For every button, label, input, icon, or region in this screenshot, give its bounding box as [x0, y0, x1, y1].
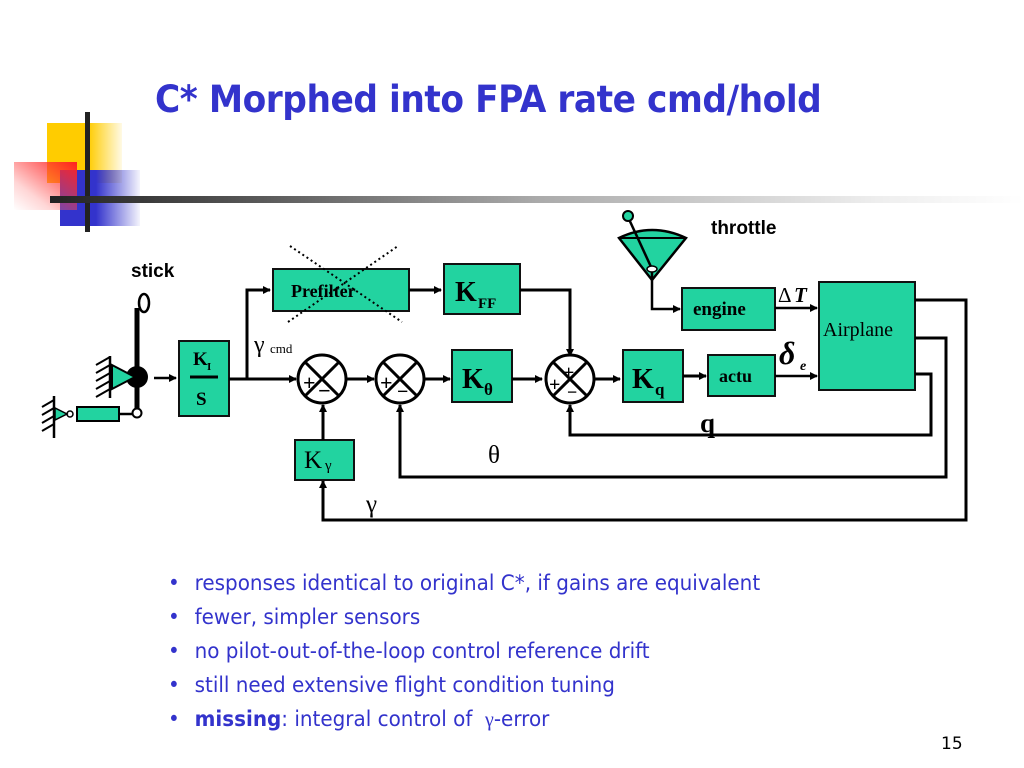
logo-vertical-line [85, 112, 90, 232]
throttle-mechanism: throttle [617, 210, 776, 313]
svg-text:+: + [549, 374, 560, 396]
kff-subscript: FF [478, 296, 496, 312]
svg-text:+: + [563, 362, 574, 384]
bullet-glyph: • [168, 673, 180, 697]
ground-hatch-upper [95, 356, 111, 398]
delta-t-label: Δ [778, 283, 792, 307]
airplane-block: Airplane [818, 281, 916, 391]
ki-numerator: K [193, 349, 208, 370]
kq-block: K q [622, 349, 684, 403]
bullet-item: •no pilot-out-of-the-loop control refere… [168, 634, 760, 668]
kff-label: K [455, 277, 477, 308]
gamma-label: γ [365, 491, 377, 518]
actu-label: actu [719, 366, 752, 386]
summing-junction-1: + − [296, 353, 348, 405]
delta-e-subscript: e [800, 359, 806, 374]
block-diagram: stick K I S γ cmd Pr [41, 210, 968, 522]
ki-denominator: S [196, 389, 207, 410]
bullet-list: •responses identical to original C*, if … [168, 566, 791, 736]
stick-spring-triangle [111, 363, 138, 391]
stick-lower-joint [131, 407, 143, 419]
bullet-glyph: • [168, 707, 180, 731]
page-number: 15 [941, 734, 963, 754]
bullet-item: •responses identical to original C*, if … [168, 566, 760, 600]
delta-t-var: T [794, 283, 808, 307]
gamma-feedback-wire [319, 298, 968, 522]
theta-feedback-wire [396, 336, 948, 479]
ki-subscript: I [207, 361, 211, 373]
svg-text:+: + [380, 370, 393, 395]
bullet-glyph: • [168, 571, 180, 595]
svg-text:−: − [318, 378, 331, 403]
prefilter-block: Prefilter [272, 245, 410, 323]
title-divider [50, 196, 1024, 203]
prefilter-input-wire [245, 286, 271, 379]
slide-title: C* Morphed into FPA rate cmd/hold [155, 78, 822, 121]
bullet-glyph: • [168, 605, 180, 629]
svg-text:−: − [397, 381, 408, 403]
stick-grip-icon [137, 292, 151, 314]
bullet-item: •still need extensive flight condition t… [168, 668, 760, 702]
delta-e-label: δ [779, 335, 795, 371]
damper-spring-triangle [54, 406, 69, 422]
bullet-item: •fewer, simpler sensors [168, 600, 760, 634]
summing-junction-3: + + − [544, 353, 596, 405]
kff-block: K FF [443, 263, 521, 315]
actuator-block: actu [707, 354, 776, 397]
kgamma-label: K [304, 447, 322, 474]
kq-subscript: q [655, 380, 665, 399]
ktheta-block: K θ [451, 349, 513, 403]
prefilter-label: Prefilter [291, 281, 356, 301]
svg-text:−: − [567, 382, 577, 402]
bullet-glyph: • [168, 639, 180, 663]
gamma-cmd-subscript: cmd [270, 341, 293, 356]
summing-junction-2: + − [374, 353, 426, 405]
engine-label: engine [693, 299, 746, 320]
stick-label: stick [131, 261, 175, 282]
ground-hatch-lower [41, 399, 55, 432]
integrator-block: K I S [178, 340, 230, 417]
stick-mechanism: stick [41, 261, 177, 438]
kgamma-subscript: γ [324, 458, 332, 474]
ktheta-label: K [462, 364, 484, 395]
ktheta-subscript: θ [484, 380, 493, 399]
bullet-item: •missing: integral control of γ-error [168, 702, 760, 736]
q-feedback-wire [566, 372, 933, 437]
gamma-cmd-label: γ [253, 332, 265, 358]
q-label: q [700, 408, 715, 438]
missing-keyword: missing [194, 707, 282, 731]
kgamma-block: K γ [294, 439, 355, 481]
airplane-label: Airplane [823, 319, 893, 341]
damper-body [76, 406, 120, 422]
svg-text:+: + [303, 370, 316, 395]
throttle-label: throttle [711, 218, 776, 239]
theta-label: θ [488, 442, 500, 469]
kq-label: K [632, 364, 654, 395]
engine-block: engine [681, 287, 776, 331]
